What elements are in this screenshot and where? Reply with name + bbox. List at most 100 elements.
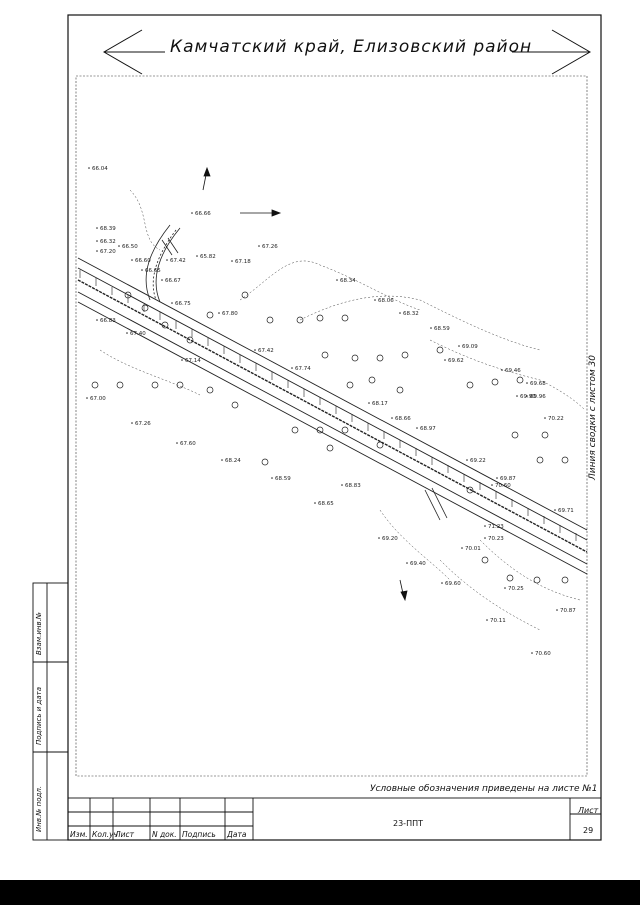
sheet-number: 29 [583, 826, 594, 835]
elevation-point [141, 269, 143, 271]
elevation-label: 70.87 [560, 608, 576, 614]
page-title: Камчатский край, Елизовский район [170, 37, 533, 57]
elevation-label: 66.83 [100, 318, 116, 324]
elevation-label: 67.60 [180, 441, 196, 447]
side-road [145, 224, 181, 303]
col-header-sign: Подпись [182, 830, 216, 839]
col-header-list: Лист [115, 830, 135, 839]
document-code: 23-ППТ [393, 819, 423, 828]
elevation-label: 69.68 [530, 381, 546, 387]
elevation-point [131, 422, 133, 424]
elevation-point [391, 417, 393, 419]
elevation-label: 69.09 [462, 344, 478, 350]
elevation-label: 70.01 [465, 546, 481, 552]
elevation-point [96, 240, 98, 242]
elevation-point [406, 562, 408, 564]
elevation-label: 70.23 [488, 536, 504, 542]
legend-note: Условные обозначения приведены на листе … [370, 784, 598, 794]
scan-footer-bar [0, 880, 640, 905]
elevation-label: 67.26 [135, 421, 151, 427]
elevation-label: 71.23 [488, 524, 504, 530]
elevation-point [368, 402, 370, 404]
elevation-point [484, 537, 486, 539]
elevation-label: 68.39 [100, 226, 116, 232]
elevation-label: 68.34 [340, 278, 356, 284]
elevation-label: 66.50 [122, 244, 138, 250]
elevation-label: 67.18 [235, 259, 251, 265]
elevation-point [399, 312, 401, 314]
elevation-label: 68.83 [345, 483, 361, 489]
elevation-point [191, 212, 193, 214]
elevation-point [196, 255, 198, 257]
elevation-point [516, 395, 518, 397]
elevation-point [254, 349, 256, 351]
elevation-label: 66.75 [175, 301, 191, 307]
elevation-point [526, 382, 528, 384]
elevation-label: 69.71 [558, 508, 574, 514]
elevation-point [554, 509, 556, 511]
elevation-label: 67.14 [185, 358, 201, 364]
survey-points [91, 291, 569, 584]
elevation-label: 69.40 [410, 561, 426, 567]
elevation-label: 69.96 [530, 394, 546, 400]
elevation-point [430, 327, 432, 329]
elevation-point [231, 260, 233, 262]
elevation-point [88, 167, 90, 169]
elevation-point [314, 502, 316, 504]
elevation-label: 66.32 [100, 239, 116, 245]
elevation-point [96, 227, 98, 229]
elevation-label: 68.17 [372, 401, 388, 407]
elevation-point [171, 302, 173, 304]
margin-label-replacement: Взам.инв.№ [35, 611, 43, 655]
elevation-label: 67.40 [130, 331, 146, 337]
col-header-date: Дата [227, 830, 247, 839]
elevation-point [166, 259, 168, 261]
elevation-label: 70.22 [548, 416, 564, 422]
elevation-point [461, 547, 463, 549]
elevation-label: 69.60 [445, 581, 461, 587]
elevation-point [86, 397, 88, 399]
elevation-point [96, 319, 98, 321]
elevation-label: 70.11 [490, 618, 506, 624]
outer-frame [67, 14, 602, 841]
sheet-junction-note: Линия сводки с листом 30 [588, 355, 598, 480]
elevation-point [221, 459, 223, 461]
elevation-point [466, 459, 468, 461]
title-arrow-left [103, 29, 165, 75]
elevation-point [161, 279, 163, 281]
elevation-label: 67.00 [90, 396, 106, 402]
terrain-contours [99, 189, 586, 631]
elevation-point [118, 245, 120, 247]
north-arrow-icon [202, 166, 408, 602]
elevation-label: 67.42 [170, 258, 186, 264]
elevation-point [484, 525, 486, 527]
elevation-point [486, 619, 488, 621]
elevation-point [504, 587, 506, 589]
crossing-structure [161, 237, 448, 521]
elevation-label: 69.62 [448, 358, 464, 364]
elevation-point [374, 299, 376, 301]
elevation-point [176, 442, 178, 444]
elevation-point [441, 582, 443, 584]
elevation-label: 65.82 [200, 254, 216, 260]
elevation-point [496, 477, 498, 479]
left-margin-column [32, 582, 69, 841]
col-header-izm: Изм. [70, 830, 88, 839]
elevation-point [126, 332, 128, 334]
col-header-doc: N док. [152, 830, 177, 839]
elevation-point [218, 312, 220, 314]
elevation-label: 66.67 [165, 278, 181, 284]
elevation-label: 69.90 [520, 394, 536, 400]
elevation-point [526, 395, 528, 397]
elevation-label: 67.74 [295, 366, 311, 372]
margin-label-inventory: Инв.№ подл. [35, 785, 43, 832]
elevation-point [458, 345, 460, 347]
elevation-point [96, 250, 98, 252]
elevation-point [491, 484, 493, 486]
elevation-point [258, 245, 260, 247]
elevation-point [181, 359, 183, 361]
elevation-label: 67.42 [258, 348, 274, 354]
elevation-point [531, 652, 533, 654]
elevation-label: 69.20 [382, 536, 398, 542]
elevation-point [271, 477, 273, 479]
